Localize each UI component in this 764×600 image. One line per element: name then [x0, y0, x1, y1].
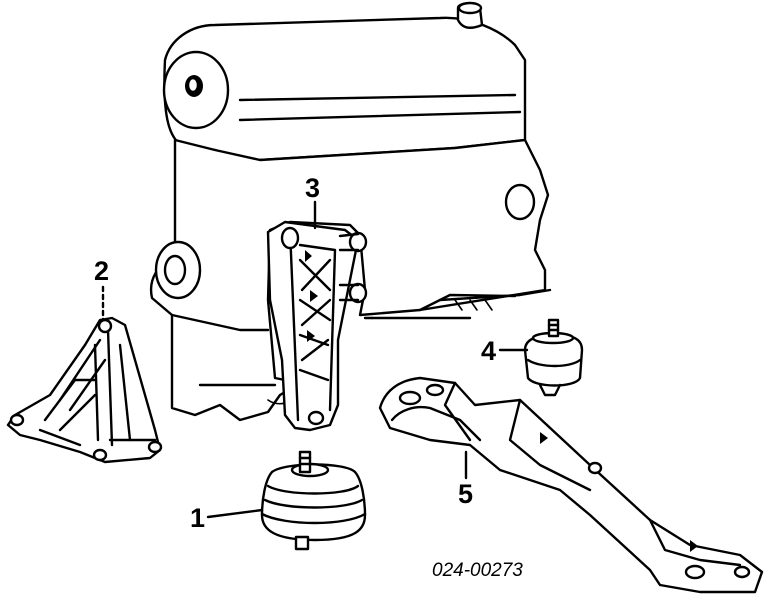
callout-5: 5 — [458, 479, 473, 509]
engine-mount — [260, 450, 367, 551]
callout-2: 2 — [94, 256, 109, 286]
diagram-code: 024-00273 — [432, 560, 523, 581]
crossmember — [378, 376, 764, 594]
engine-block — [149, 1, 552, 422]
engine-side-bracket — [266, 220, 368, 432]
left-mount-bracket — [6, 316, 163, 464]
callout-4: 4 — [481, 336, 496, 366]
leader-lines — [101, 200, 529, 519]
transmission-mount — [523, 318, 584, 397]
callout-1: 1 — [190, 503, 205, 533]
callout-3: 3 — [305, 173, 320, 203]
